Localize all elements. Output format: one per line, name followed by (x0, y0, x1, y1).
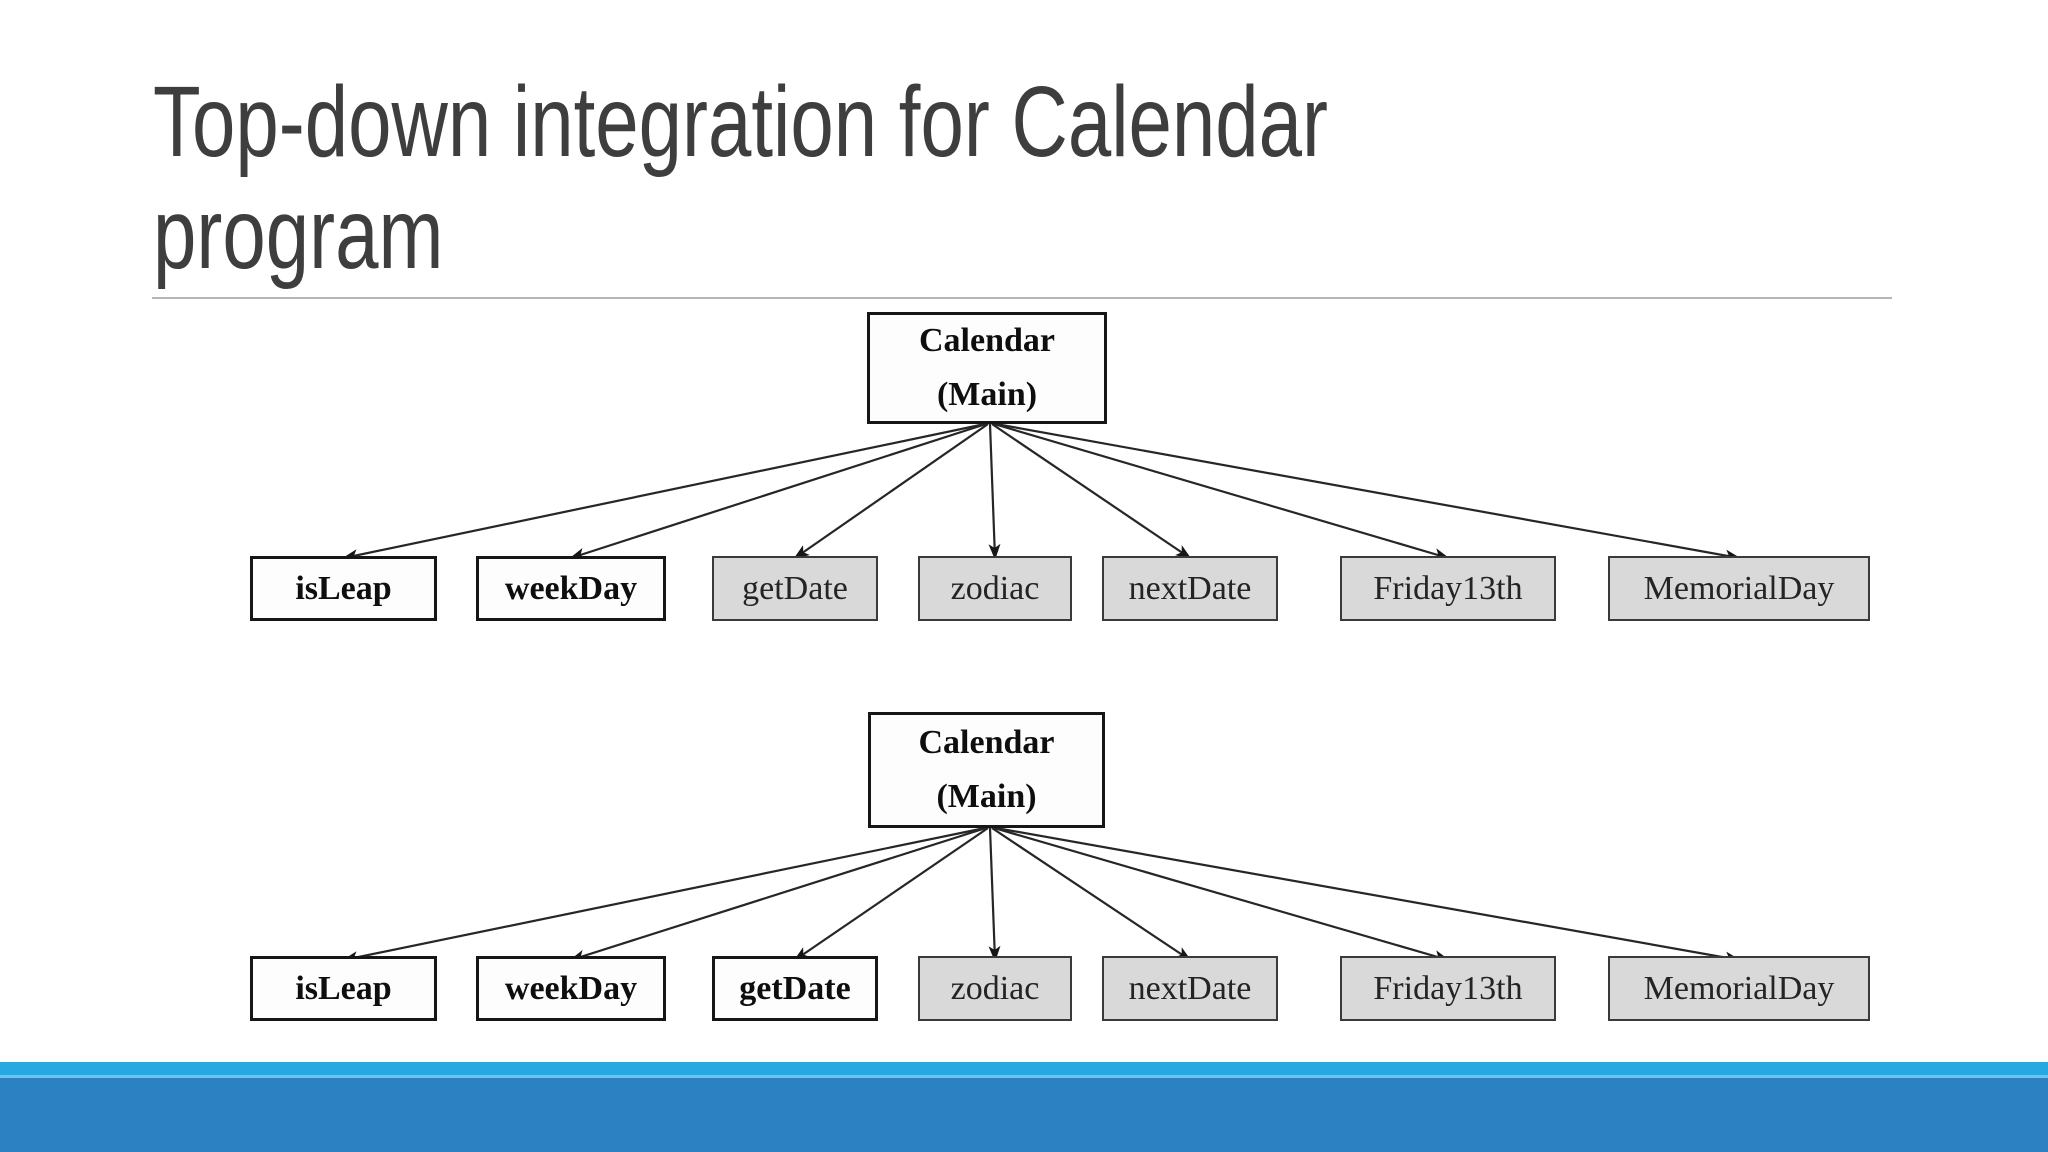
footer-accent-bar-dark (0, 1078, 2048, 1152)
title-divider (152, 297, 1892, 299)
node-memorialday-step2: MemorialDay (1608, 956, 1870, 1021)
arrows-step1 (342, 422, 1741, 562)
node-memorialday-step1: MemorialDay (1608, 556, 1870, 621)
node-label-line1: Calendar (918, 724, 1055, 762)
node-isleap-step1: isLeap (250, 556, 437, 621)
node-nextdate-step1: nextDate (1102, 556, 1278, 621)
footer-accent-bar-light (0, 1062, 2048, 1075)
node-getdate-step2: getDate (712, 956, 878, 1021)
node-nextdate-step2: nextDate (1102, 956, 1278, 1021)
node-weekday-step2: weekDay (476, 956, 666, 1021)
node-weekday-step1: weekDay (476, 556, 666, 621)
footer-accent-bar-separator (0, 1075, 2048, 1078)
node-getdate-step1: getDate (712, 556, 878, 621)
node-label-line2: (Main) (936, 376, 1038, 413)
node-label-line1: Calendar (919, 322, 1055, 360)
page-title: Top-down integration for Calendar progra… (153, 66, 1329, 290)
arrows-step2 (342, 826, 1741, 964)
node-zodiac-step1: zodiac (918, 556, 1072, 621)
node-calendar-main-step2: Calendar (Main) (868, 712, 1105, 828)
node-zodiac-step2: zodiac (918, 956, 1072, 1021)
node-label-line2: (Main) (936, 778, 1037, 815)
node-friday13th-step1: Friday13th (1340, 556, 1556, 621)
node-isleap-step2: isLeap (250, 956, 437, 1021)
node-calendar-main-step1: Calendar (Main) (867, 312, 1107, 424)
node-friday13th-step2: Friday13th (1340, 956, 1556, 1021)
